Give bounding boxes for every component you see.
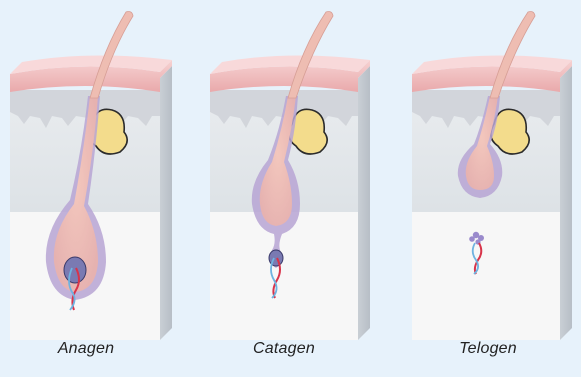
block-anagen	[10, 12, 172, 341]
side-face	[160, 66, 172, 340]
caption-catagen: Catagen	[204, 340, 364, 358]
caption-anagen: Anagen	[6, 340, 166, 358]
block-telogen	[412, 12, 572, 341]
side-face	[560, 66, 572, 340]
hypodermis-layer	[412, 212, 560, 340]
dermal-papilla	[64, 257, 86, 283]
caption-telogen: Telogen	[408, 340, 568, 358]
block-catagen	[210, 12, 370, 341]
side-face	[358, 66, 370, 340]
